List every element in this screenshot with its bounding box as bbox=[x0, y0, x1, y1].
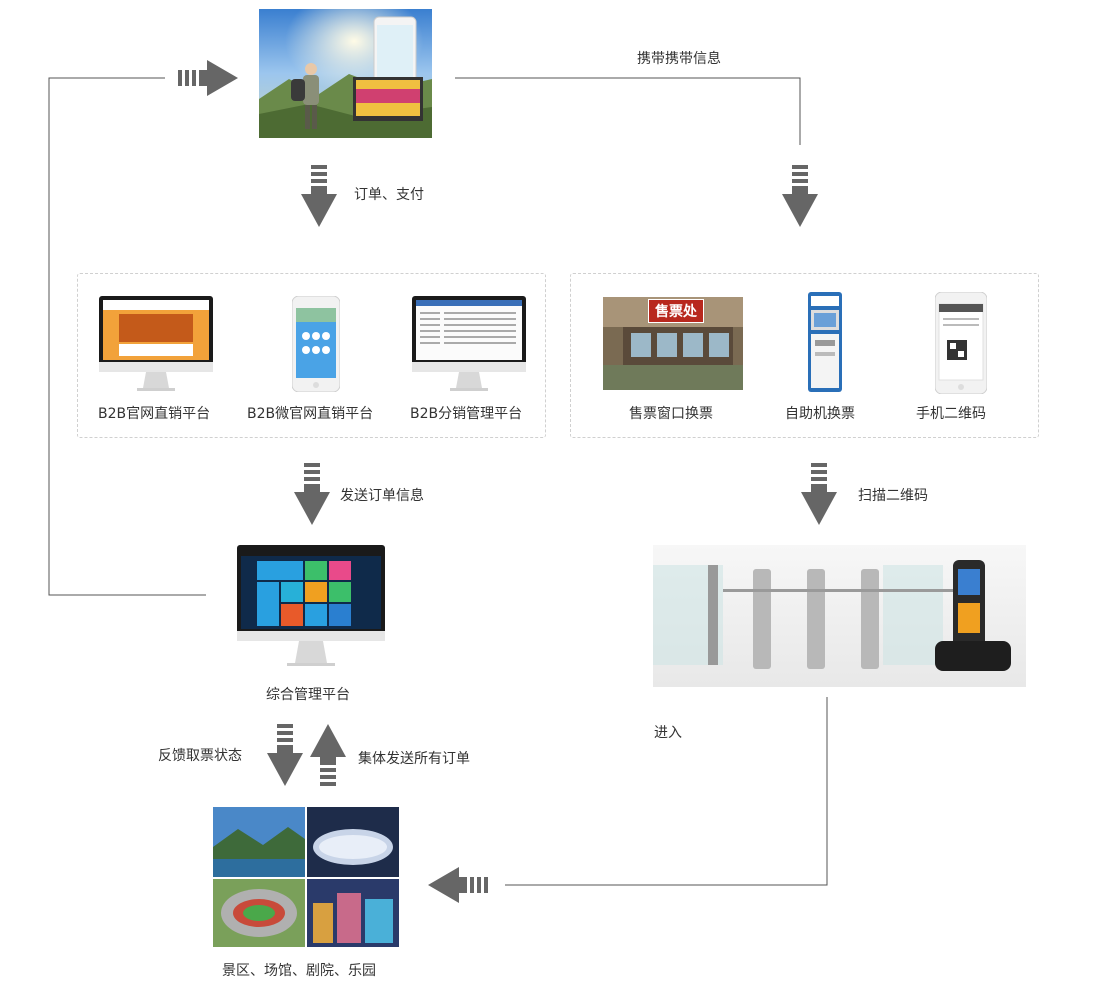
kiosk-image bbox=[805, 292, 845, 396]
imac-b2b-distribution bbox=[412, 296, 526, 396]
carry-info-line bbox=[455, 77, 801, 145]
carry-info-label: 携带携带信息 bbox=[637, 51, 721, 67]
phone-b2b-micro bbox=[291, 295, 341, 396]
arrow-right-icon bbox=[178, 60, 238, 96]
mgmt-platform-label: 综合管理平台 bbox=[266, 687, 350, 703]
send-all-orders-label: 集体发送所有订单 bbox=[358, 751, 470, 767]
send-order-info-label: 发送订单信息 bbox=[340, 488, 424, 504]
feedback-status-label: 反馈取票状态 bbox=[158, 748, 242, 764]
ticket-window-image bbox=[603, 297, 743, 390]
arrow-down-icon bbox=[301, 165, 337, 227]
turnstile-image bbox=[653, 545, 1026, 687]
order-pay-label: 订单、支付 bbox=[354, 187, 424, 203]
imac-b2b-website bbox=[99, 296, 213, 396]
arrow-down-icon bbox=[294, 463, 330, 525]
platform-label: B2B分销管理平台 bbox=[410, 406, 523, 422]
mgmt-platform-monitor bbox=[237, 545, 385, 673]
ticket-method-label: 售票窗口换票 bbox=[629, 406, 713, 422]
arrow-down-icon bbox=[801, 463, 837, 525]
arrow-down-icon bbox=[782, 165, 818, 227]
venues-label: 景区、场馆、剧院、乐园 bbox=[222, 963, 376, 979]
tourist-image bbox=[259, 9, 432, 138]
platform-label: B2B官网直销平台 bbox=[98, 406, 211, 422]
scan-qr-label: 扫描二维码 bbox=[858, 488, 928, 504]
ticket-method-label: 手机二维码 bbox=[916, 406, 986, 422]
feedback-loop-line bbox=[48, 77, 206, 596]
ticket-method-label: 自助机换票 bbox=[785, 406, 855, 422]
phone-qr-image bbox=[934, 291, 988, 398]
arrow-down-icon bbox=[267, 724, 303, 786]
ticket-window-sign: 售票处 bbox=[648, 299, 704, 323]
enter-line bbox=[505, 697, 828, 886]
arrow-left-icon bbox=[428, 867, 488, 903]
arrow-up-icon bbox=[310, 724, 346, 786]
enter-label: 进入 bbox=[654, 725, 682, 741]
sales-platforms-box bbox=[77, 273, 546, 438]
ticket-methods-box bbox=[570, 273, 1039, 438]
venues-collage bbox=[213, 807, 399, 947]
platform-label: B2B微官网直销平台 bbox=[247, 406, 374, 422]
